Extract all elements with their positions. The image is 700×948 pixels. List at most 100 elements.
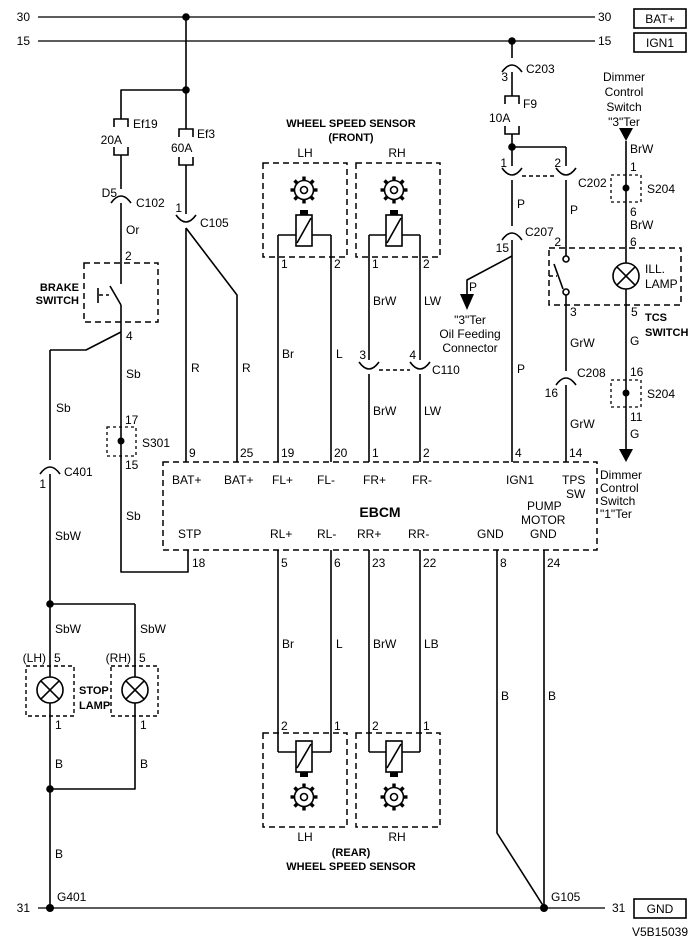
dimmer-1ter-arrow-icon [619, 449, 633, 462]
pin-number: 2 [423, 257, 430, 271]
ebcm-title: EBCM [359, 504, 400, 520]
connector-pin: 3 [359, 348, 366, 362]
splice-label: S301 [142, 436, 170, 450]
connector-c105-icon [175, 214, 197, 223]
wire-color-label: SbW [55, 622, 82, 636]
ground-wiring [496, 550, 545, 908]
wss-rear-lh-box [262, 732, 348, 828]
wire-color-label: B [501, 689, 509, 703]
tcs-switch-blade-icon [553, 263, 564, 290]
fuse-rating: 10A [489, 111, 510, 125]
connector-pin: 15 [496, 241, 510, 255]
ebcm-pin-label: GND [530, 527, 557, 541]
wire-color-label: B [55, 847, 63, 861]
connector-pin: 1 [39, 477, 46, 491]
wss-front-title: WHEEL SPEED SENSOR [286, 118, 415, 130]
connector-label: C202 [578, 176, 607, 190]
ebcm-pin-label: RR+ [357, 527, 381, 541]
connector-pin: 1 [500, 156, 507, 170]
dimmer-1ter-label: Dimmer [600, 468, 642, 482]
bus-lines [38, 13, 605, 912]
bus-15-right-label: 15 [598, 34, 612, 48]
wire-color-label: L [336, 637, 343, 651]
connector-c401-icon [39, 466, 61, 475]
gnd-net-box [633, 898, 687, 919]
splice-s301-dot [117, 437, 125, 445]
junction-dot [182, 86, 190, 94]
pin-number: 1 [372, 257, 379, 271]
wire-color-label: R [242, 361, 251, 375]
ebcm-pin-label: PUMP [527, 499, 562, 513]
ebcm-pin-number: 8 [500, 556, 507, 570]
pin-number: 5 [139, 651, 146, 665]
pin-number: 3 [570, 305, 577, 319]
ebcm-pin-number: 25 [240, 446, 254, 460]
wss-rear-rh-label: RH [388, 830, 405, 844]
connector-pin: 16 [545, 386, 559, 400]
bus-31-left-label: 31 [17, 901, 31, 915]
stop-lamp-circuit [25, 600, 159, 908]
ebcm-pin-number: 4 [515, 446, 522, 460]
pin-number: 2 [281, 719, 288, 733]
splice-label: S204 [647, 387, 675, 401]
sensor-pole-icon [390, 210, 398, 215]
wire-color-label: BrW [373, 637, 397, 651]
wire-color-label: P [469, 280, 477, 294]
wire-color-label: R [191, 361, 200, 375]
ign1-net-label: IGN1 [646, 36, 674, 50]
fuse-ef3-icon [178, 128, 194, 166]
ebcm-box [162, 461, 598, 551]
connector-label: C208 [577, 366, 606, 380]
ebcm-pin-label: FL- [317, 473, 335, 487]
connector-pin: 4 [409, 348, 416, 362]
front-wheel-speed-sensors [262, 162, 441, 462]
connector-label: C105 [200, 216, 229, 230]
dimmer-3ter-arrow-icon [619, 128, 633, 141]
brake-switch-label: SWITCH [36, 295, 79, 307]
wire-color-label: BrW [630, 142, 654, 156]
wire-color-label: L [336, 347, 343, 361]
dimmer-illumination-wiring [610, 128, 642, 462]
wire-color-label: GrW [570, 336, 595, 350]
fuse-name: Ef19 [133, 117, 158, 131]
wss-rear-title: (REAR) [332, 847, 371, 859]
dimmer-3ter-label: Switch [606, 100, 641, 114]
oil-feed-label: Oil Feeding [439, 327, 500, 341]
wire-color-label: B [548, 689, 556, 703]
tcs-contact-icon [562, 255, 570, 263]
ebcm-pin-label: RL- [317, 527, 336, 541]
ebcm-block [162, 461, 598, 551]
connector-pin: 2 [554, 156, 561, 170]
tcs-switch-label: TCS [645, 312, 667, 324]
ebcm-pin-number: 18 [192, 556, 206, 570]
splice-pin: 17 [125, 413, 139, 427]
ebcm-pin-label: TPS [562, 473, 585, 487]
stop-lamp-label: LAMP [79, 700, 110, 712]
wire-color-label: Br [282, 637, 294, 651]
bat-net-label: BAT+ [645, 12, 674, 26]
wire-color-label: B [55, 757, 63, 771]
ebcm-pin-number: 5 [281, 556, 288, 570]
wire-color-label: BrW [373, 404, 397, 418]
ignition-feed-wiring [460, 41, 577, 462]
wss-front-rh-label: RH [388, 146, 405, 160]
brake-switch-circuit [39, 262, 189, 604]
wire-color-label: Sb [56, 401, 71, 415]
pin-number: 5 [54, 651, 61, 665]
wss-front-rh-box [355, 162, 441, 258]
stop-lamp-rh-box [110, 665, 159, 717]
connector-pin: 1 [175, 201, 182, 215]
tcs-switch-label: SWITCH [645, 327, 688, 339]
connector-label: C203 [526, 62, 555, 76]
pin-number: 1 [55, 718, 62, 732]
wss-rear-title: WHEEL SPEED SENSOR [286, 861, 415, 873]
dimmer-3ter-label: Control [605, 85, 644, 99]
rear-wheel-speed-sensors [262, 550, 441, 828]
oil-feed-label: Connector [442, 341, 497, 355]
dimmer-1ter-label: Switch [600, 494, 635, 508]
stop-lamp-lh-icon [36, 676, 64, 704]
splice-s204b-dot [622, 389, 630, 397]
oil-feed-arrow-icon [460, 294, 474, 310]
connector-c202-icon [501, 167, 577, 176]
splice-pin: 1 [630, 160, 637, 174]
